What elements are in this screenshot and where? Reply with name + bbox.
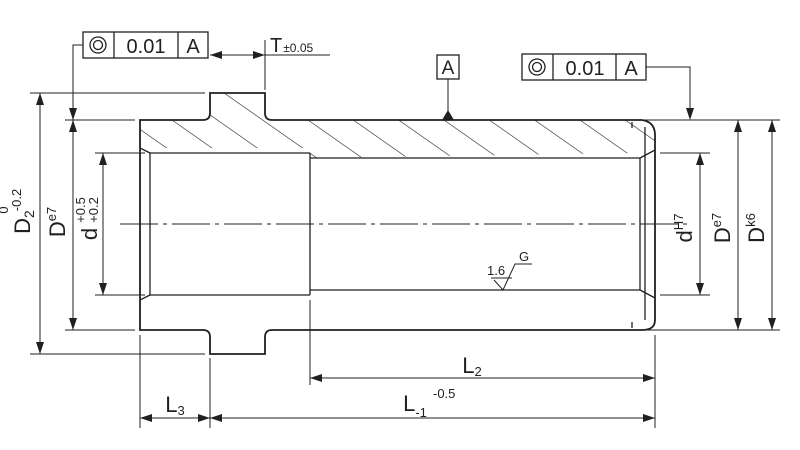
dim-t-label: T±0.05: [270, 35, 313, 57]
dim-l1-label: L-1: [403, 391, 427, 420]
dim-de7-left-label: De7: [44, 207, 70, 237]
datum-a-letter: A: [442, 58, 455, 79]
fcf-right: 0.01 A: [521, 53, 694, 120]
dim-dh7-line: [696, 153, 704, 295]
dim-l1-upper: -0.5: [433, 386, 455, 401]
surface-roughness-symbol: 1.6 G: [487, 249, 532, 291]
dim-l3-line: [140, 414, 210, 422]
dim-d-left-line: [99, 153, 107, 295]
svg-text:De7: De7: [709, 213, 735, 243]
dim-dk6-line: [768, 120, 776, 330]
svg-text:dH7: dH7: [671, 214, 697, 243]
svg-text:d: d: [77, 228, 102, 240]
roughness-value: 1.6: [487, 263, 505, 278]
dim-t-line: [210, 51, 330, 59]
svg-text:0: 0: [0, 206, 11, 213]
svg-text:Dk6: Dk6: [743, 213, 769, 243]
dim-l2-label: L2: [462, 353, 481, 379]
roughness-note: G: [519, 249, 529, 264]
svg-text:-0.2: -0.2: [9, 189, 24, 211]
dim-l1-line: [210, 414, 655, 422]
dim-l3-label: L3: [165, 392, 184, 418]
datum-a-marker: A: [436, 54, 460, 120]
fcf-left-datum: A: [186, 36, 200, 58]
dim-de7-right-line: [734, 120, 742, 330]
svg-text:+0.5: +0.5: [73, 197, 88, 223]
svg-text:De7: De7: [44, 207, 70, 237]
dim-dk6-label: Dk6: [743, 213, 769, 243]
dim-d2-line: [36, 93, 44, 354]
fcf-left-tolerance: 0.01: [127, 36, 166, 58]
fcf-right-tolerance: 0.01: [566, 58, 605, 80]
outer-top-contour: [139, 92, 656, 355]
wall-hatching: [140, 93, 655, 158]
right-bore-chamfer: [149, 149, 656, 299]
left-chamfer-top: [139, 147, 151, 154]
svg-text:+0.2: +0.2: [86, 197, 101, 223]
fcf-left: 0.01 A: [69, 31, 209, 120]
dim-d2-label: D2 0 -0.2: [0, 189, 37, 234]
dim-l2-line: [310, 374, 655, 382]
concentricity-icon: [528, 58, 546, 76]
dim-de7-right-label: De7: [709, 213, 735, 243]
dim-d-left-label: d +0.5 +0.2: [73, 197, 102, 240]
extension-lines: [30, 40, 780, 428]
svg-text:D2: D2: [10, 210, 37, 234]
dim-de7-left-line: [69, 120, 77, 330]
left-chamfer-bottom: [139, 294, 151, 301]
concentricity-icon: [89, 36, 107, 54]
dim-dh7-label: dH7: [671, 214, 697, 243]
fcf-right-datum: A: [624, 58, 638, 80]
